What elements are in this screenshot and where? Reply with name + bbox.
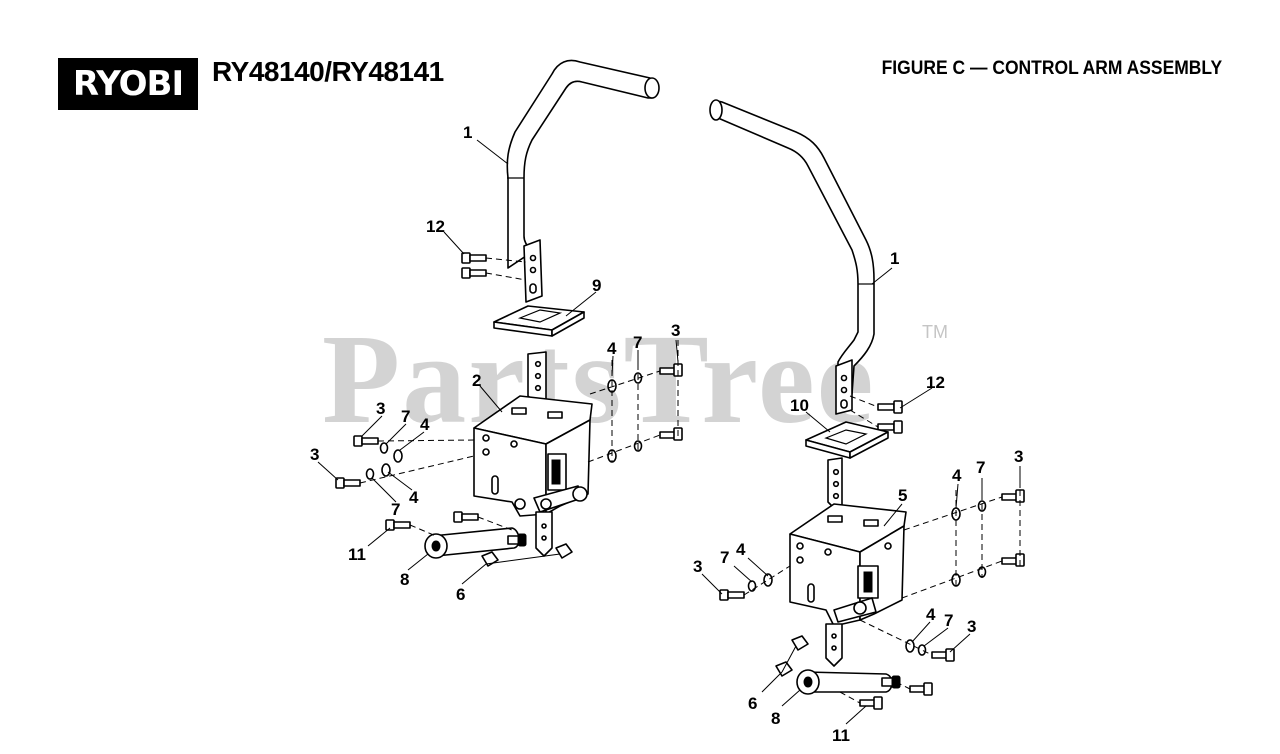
callout-3-top-left: 3 [671, 321, 680, 340]
callout-4-low-left: 4 [409, 488, 419, 507]
callout-6-right: 6 [748, 694, 757, 713]
callout-1-left: 1 [463, 123, 472, 142]
callout-3-low-right: 3 [967, 617, 976, 636]
callout-7-mid-left: 7 [401, 407, 410, 426]
control-box-5 [789, 503, 907, 667]
control-arm-left [506, 59, 660, 269]
callout-7-low-left: 7 [391, 500, 400, 519]
callout-3-low-left: 3 [310, 445, 319, 464]
hardware-right-of-box-left [587, 340, 683, 463]
brand-text: RYOBI [72, 64, 184, 104]
spacer-plate-9 [493, 305, 585, 337]
linkage-left [385, 511, 573, 567]
callout-8-left: 8 [400, 570, 409, 589]
callout-1-right: 1 [890, 249, 899, 268]
linkage-right [775, 635, 933, 710]
callout-4-top-right: 4 [952, 466, 962, 485]
callout-3-top-right: 3 [1014, 447, 1023, 466]
control-box-2 [473, 395, 593, 557]
callout-5: 5 [898, 486, 907, 505]
leader-lines [317, 139, 1021, 725]
callout-4-low-right: 4 [926, 605, 936, 624]
callout-4-mid-right: 4 [736, 540, 746, 559]
callout-12-left: 12 [426, 217, 445, 236]
ryobi-logo: RYOBI [58, 58, 198, 110]
callout-2: 2 [472, 371, 481, 390]
spacer-plate-10 [805, 421, 889, 459]
callout-3-mid-left: 3 [376, 399, 385, 418]
bolts-12-right [849, 395, 903, 434]
figure-title: FIGURE C — CONTROL ARM ASSEMBLY [881, 58, 1222, 79]
model-number: RY48140/RY48141 [212, 56, 444, 87]
hardware-right-of-box-right [901, 470, 1025, 599]
callout-7-top-right: 7 [976, 458, 985, 477]
callout-12-right: 12 [926, 373, 945, 392]
hardware-left-of-box-left [335, 435, 475, 489]
watermark: PartsTree [322, 308, 876, 450]
callout-11-left: 11 [348, 545, 366, 564]
callout-6-left: 6 [456, 585, 465, 604]
hardware-left-of-box-right [719, 565, 791, 601]
callout-9: 9 [592, 276, 601, 295]
watermark-tm: TM [922, 322, 948, 342]
callout-3-mid-right: 3 [693, 557, 702, 576]
control-arm-right [709, 99, 875, 397]
bolts-12-left [461, 252, 527, 281]
callout-4-top-left: 4 [607, 339, 617, 358]
callout-7-mid-right: 7 [720, 548, 729, 567]
callout-10: 10 [790, 396, 809, 415]
arm-plate-left [523, 239, 543, 303]
callout-11-right: 11 [832, 726, 850, 745]
callout-4-mid-left: 4 [420, 415, 430, 434]
callout-8-right: 8 [771, 709, 780, 728]
callout-labels: 1 12 9 2 4 7 3 3 7 4 3 4 7 11 8 6 1 12 1… [310, 123, 1023, 745]
hardware-below-box-right [859, 619, 955, 662]
callout-7-top-left: 7 [633, 333, 642, 352]
arm-plate-right [835, 359, 853, 415]
callout-7-low-right: 7 [944, 611, 953, 630]
